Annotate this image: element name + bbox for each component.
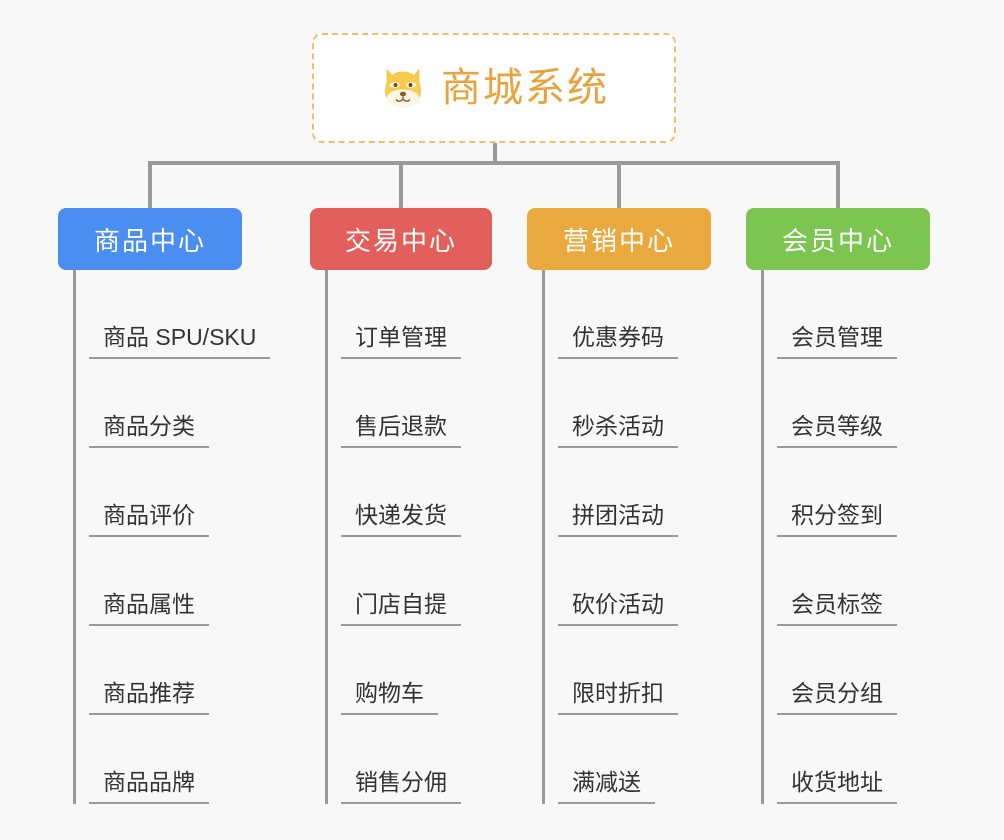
leaf-list-product-center: 商品 SPU/SKU 商品分类 商品评价 商品属性 商品推荐 商品品牌 [58, 270, 271, 804]
leaf-label: 秒杀活动 [558, 413, 678, 448]
trunk-stem-line [493, 143, 497, 165]
root-title: 商城系统 [441, 66, 609, 110]
leaf-item[interactable]: 积分签到 [746, 448, 930, 537]
leaf-label: 会员分组 [777, 680, 897, 715]
leaf-label: 会员管理 [777, 324, 897, 359]
leaf-item[interactable]: 拼团活动 [527, 448, 711, 537]
leaf-label: 售后退款 [341, 413, 461, 448]
branch-product-center: 商品中心 商品 SPU/SKU 商品分类 商品评价 商品属性 商品推荐 商品品牌 [58, 208, 271, 804]
leaf-label: 会员等级 [777, 413, 897, 448]
leaf-item[interactable]: 会员标签 [746, 537, 930, 626]
root-node[interactable]: 商城系统 [312, 33, 676, 143]
leaf-item[interactable]: 秒杀活动 [527, 359, 711, 448]
leaf-item[interactable]: 砍价活动 [527, 537, 711, 626]
trunk-bus-line [148, 161, 840, 165]
leaf-list-trade-center: 订单管理 售后退款 快递发货 门店自提 购物车 销售分佣 [310, 270, 492, 804]
leaf-item[interactable]: 会员分组 [746, 626, 930, 715]
leaf-label: 收货地址 [777, 769, 897, 804]
leaf-item[interactable]: 优惠券码 [527, 270, 711, 359]
leaf-item[interactable]: 限时折扣 [527, 626, 711, 715]
leaf-item[interactable]: 商品分类 [58, 359, 242, 448]
leaf-label: 商品品牌 [89, 769, 209, 804]
leaf-item[interactable]: 商品 SPU/SKU [58, 270, 271, 359]
branch-marketing-center: 营销中心 优惠券码 秒杀活动 拼团活动 砍价活动 限时折扣 满减送 [527, 208, 711, 804]
leaf-label: 门店自提 [341, 591, 461, 626]
trunk-drop-line-4 [836, 161, 840, 208]
leaf-label: 商品 SPU/SKU [89, 324, 271, 359]
branch-spine-member-center [761, 270, 764, 804]
branch-member-center: 会员中心 会员管理 会员等级 积分签到 会员标签 会员分组 收货地址 [746, 208, 930, 804]
leaf-label: 购物车 [341, 680, 438, 715]
leaf-item[interactable]: 会员等级 [746, 359, 930, 448]
leaf-label: 拼团活动 [558, 502, 678, 537]
trunk-drop-line-2 [399, 161, 403, 208]
branch-spine-product-center [73, 270, 76, 804]
leaf-item[interactable]: 订单管理 [310, 270, 492, 359]
branch-trade-center: 交易中心 订单管理 售后退款 快递发货 门店自提 购物车 销售分佣 [310, 208, 492, 804]
leaf-item[interactable]: 商品属性 [58, 537, 242, 626]
leaf-label: 积分签到 [777, 502, 897, 537]
leaf-label: 限时折扣 [558, 680, 678, 715]
leaf-label: 满减送 [558, 769, 655, 804]
trunk-drop-line-3 [617, 161, 621, 208]
leaf-label: 商品分类 [89, 413, 209, 448]
leaf-item[interactable]: 满减送 [527, 715, 711, 804]
shiba-dog-face-icon [385, 68, 421, 108]
leaf-item[interactable]: 门店自提 [310, 537, 492, 626]
leaf-label: 订单管理 [341, 324, 461, 359]
branch-spine-trade-center [325, 270, 328, 804]
leaf-label: 优惠券码 [558, 324, 678, 359]
leaf-label: 快递发货 [341, 502, 461, 537]
branch-header-marketing-center[interactable]: 营销中心 [527, 208, 711, 270]
leaf-item[interactable]: 会员管理 [746, 270, 930, 359]
leaf-label: 砍价活动 [558, 591, 678, 626]
branch-spine-marketing-center [542, 270, 545, 804]
leaf-item[interactable]: 快递发货 [310, 448, 492, 537]
leaf-item[interactable]: 购物车 [310, 626, 492, 715]
leaf-item[interactable]: 收货地址 [746, 715, 930, 804]
leaf-item[interactable]: 商品品牌 [58, 715, 242, 804]
branch-header-trade-center[interactable]: 交易中心 [310, 208, 492, 270]
leaf-label: 商品属性 [89, 591, 209, 626]
branch-header-member-center[interactable]: 会员中心 [746, 208, 930, 270]
leaf-list-marketing-center: 优惠券码 秒杀活动 拼团活动 砍价活动 限时折扣 满减送 [527, 270, 711, 804]
leaf-item[interactable]: 销售分佣 [310, 715, 492, 804]
leaf-item[interactable]: 商品推荐 [58, 626, 242, 715]
trunk-drop-line-1 [148, 161, 152, 208]
leaf-label: 会员标签 [777, 591, 897, 626]
leaf-list-member-center: 会员管理 会员等级 积分签到 会员标签 会员分组 收货地址 [746, 270, 930, 804]
leaf-label: 商品评价 [89, 502, 209, 537]
leaf-label: 销售分佣 [341, 769, 461, 804]
leaf-label: 商品推荐 [89, 680, 209, 715]
leaf-item[interactable]: 售后退款 [310, 359, 492, 448]
leaf-item[interactable]: 商品评价 [58, 448, 242, 537]
branch-header-product-center[interactable]: 商品中心 [58, 208, 242, 270]
